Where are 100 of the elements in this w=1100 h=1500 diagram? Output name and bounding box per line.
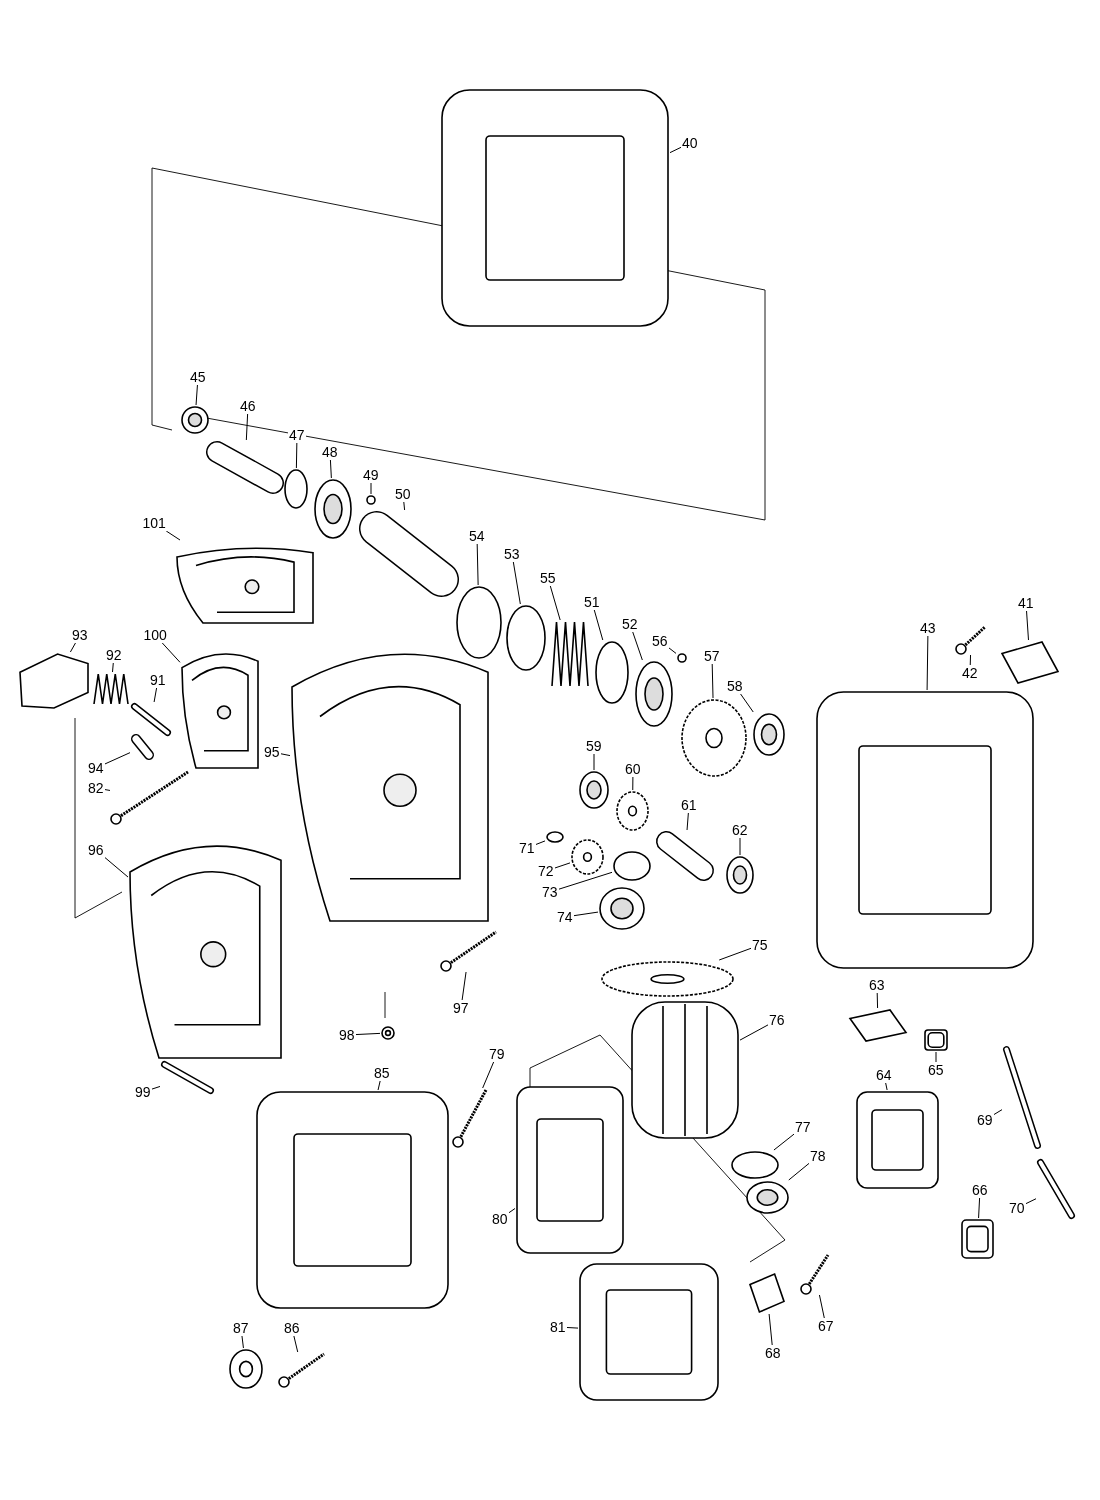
callout-number: 64 xyxy=(875,1067,893,1083)
callout-number: 71 xyxy=(518,840,536,856)
bearing-drawing xyxy=(180,405,210,435)
sleeve-drawing xyxy=(205,440,285,495)
leader-line xyxy=(885,1082,888,1091)
part-drawing xyxy=(855,1090,940,1190)
callout-number: 40 xyxy=(681,135,699,151)
leader-line xyxy=(104,752,131,765)
part-drawing xyxy=(515,1085,625,1255)
callout-number: 53 xyxy=(503,546,521,562)
pin-drawing xyxy=(1002,1045,1042,1150)
screw-drawing xyxy=(110,770,190,825)
leader-line xyxy=(718,947,752,961)
bearing-drawing xyxy=(725,855,755,895)
leader-line xyxy=(593,609,604,641)
leader-line xyxy=(295,442,298,469)
callout-number: 58 xyxy=(726,678,744,694)
leader-line xyxy=(241,1335,244,1349)
leader-line xyxy=(329,459,332,479)
leader-line xyxy=(686,812,689,831)
leader-line xyxy=(593,753,595,771)
leader-line xyxy=(161,642,181,663)
callout-number: 69 xyxy=(976,1112,994,1128)
leader-line xyxy=(876,992,879,1009)
callout-number: 50 xyxy=(394,486,412,502)
leader-line xyxy=(403,501,406,511)
ring-drawing xyxy=(730,1150,780,1180)
part-drawing xyxy=(923,1028,949,1052)
callout-number: 94 xyxy=(87,760,105,776)
leader-line xyxy=(978,1197,981,1219)
callout-number: 77 xyxy=(794,1119,812,1135)
leader-line xyxy=(245,413,249,441)
callout-number: 100 xyxy=(142,627,168,643)
leader-line xyxy=(1025,1198,1037,1205)
leader-line xyxy=(280,753,291,757)
ring-drawing xyxy=(545,830,565,844)
callout-number: 91 xyxy=(149,672,167,688)
bearing-drawing xyxy=(578,770,610,810)
callout-number: 72 xyxy=(537,863,555,879)
callout-number: 76 xyxy=(768,1012,786,1028)
leader-line xyxy=(926,635,929,691)
leader-line xyxy=(969,654,972,666)
screw-drawing xyxy=(440,930,498,972)
leader-line xyxy=(476,543,479,586)
spring-drawing xyxy=(92,672,130,706)
gear-drawing xyxy=(615,790,650,832)
leader-line xyxy=(461,971,467,1001)
callout-number: 93 xyxy=(71,627,89,643)
leader-line xyxy=(711,663,714,699)
plate-drawing xyxy=(848,1008,908,1043)
callout-number: 60 xyxy=(624,761,642,777)
leader-line xyxy=(69,642,76,653)
bearing-drawing xyxy=(598,886,646,931)
callout-number: 49 xyxy=(362,467,380,483)
callout-number: 99 xyxy=(134,1084,152,1100)
callout-number: 78 xyxy=(809,1148,827,1164)
shaft-drawing xyxy=(655,830,715,882)
screw-drawing xyxy=(452,1088,488,1148)
callout-number: 65 xyxy=(927,1062,945,1078)
nut-drawing xyxy=(228,1348,264,1390)
leader-line xyxy=(482,1061,495,1089)
plate-drawing xyxy=(1000,640,1060,685)
callout-number: 68 xyxy=(764,1345,782,1361)
callout-number: 66 xyxy=(971,1182,989,1198)
leader-line xyxy=(739,1024,769,1041)
leader-line xyxy=(1026,610,1029,641)
leader-line xyxy=(370,482,372,495)
callout-number: 48 xyxy=(321,444,339,460)
callout-number: 54 xyxy=(468,528,486,544)
ring-drawing xyxy=(283,468,309,510)
callout-number: 57 xyxy=(703,648,721,664)
callout-number: 101 xyxy=(141,515,167,531)
leader-line xyxy=(669,146,682,154)
leader-line xyxy=(993,1109,1003,1116)
callout-number: 73 xyxy=(541,884,559,900)
pin-drawing xyxy=(130,702,172,737)
callout-number: 52 xyxy=(621,616,639,632)
leader-line xyxy=(377,1080,381,1091)
screw-drawing xyxy=(800,1253,830,1295)
leader-line xyxy=(165,530,181,541)
bearing-drawing xyxy=(752,712,786,757)
callout-number: 51 xyxy=(583,594,601,610)
housing-drawing xyxy=(578,1262,720,1402)
leader-line xyxy=(508,1208,516,1214)
callout-number: 74 xyxy=(556,909,574,925)
callout-number: 70 xyxy=(1008,1200,1026,1216)
leader-line xyxy=(632,776,634,791)
ring-drawing xyxy=(505,604,547,672)
callout-number: 56 xyxy=(651,633,669,649)
callout-number: 82 xyxy=(87,780,105,796)
ring-drawing xyxy=(365,494,377,506)
screw-drawing xyxy=(955,625,987,655)
callout-number: 55 xyxy=(539,570,557,586)
leader-line xyxy=(739,837,741,856)
bolt-drawing xyxy=(130,733,155,761)
attachment-drawing xyxy=(440,88,670,328)
callout-number: 96 xyxy=(87,842,105,858)
housing-drawing xyxy=(815,690,1035,970)
leader-line xyxy=(935,1051,937,1063)
leader-line xyxy=(554,862,571,869)
